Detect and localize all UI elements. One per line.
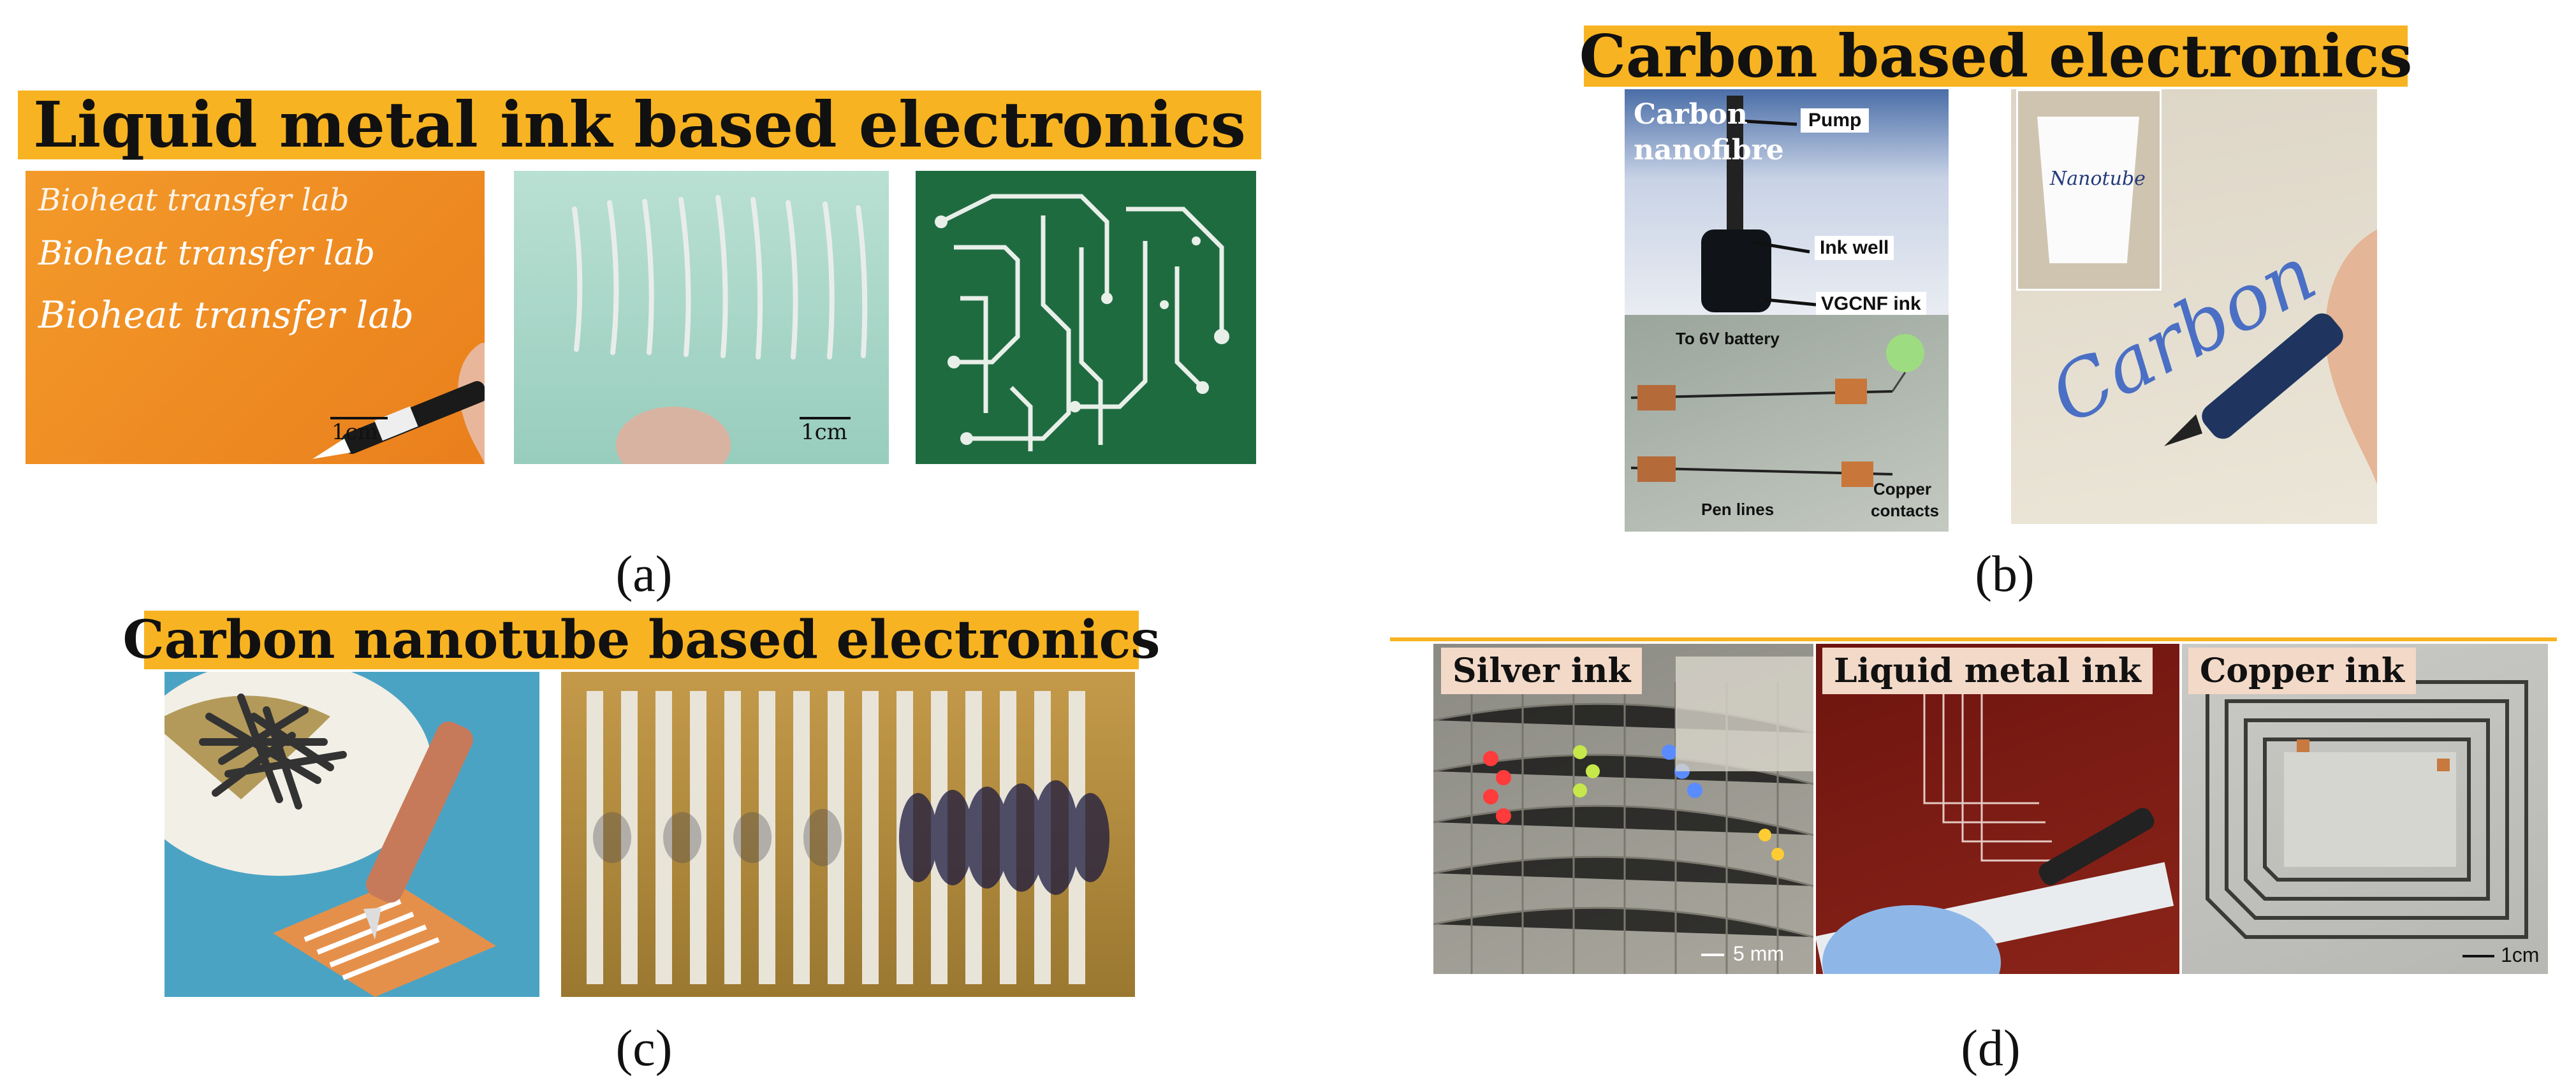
handwriting-line-1: Bioheat transfer lab <box>38 182 349 218</box>
pen-hand-graphic <box>2164 229 2377 484</box>
caption-c-open: ( <box>615 1021 633 1077</box>
handwriting-line-2: Bioheat transfer lab <box>38 235 376 273</box>
panel-b-caption: (b) <box>1960 546 2049 604</box>
panel-a-scale-2: 1cm <box>801 419 847 445</box>
panel-a-photo-handwriting: Bioheat transfer lab Bioheat transfer la… <box>26 171 485 464</box>
handwriting-line-3: Bioheat transfer lab <box>38 293 414 337</box>
panel-c-caption: (c) <box>599 1020 689 1078</box>
panel-c-photo-illustration <box>165 672 539 997</box>
circuit-traces-graphic <box>935 194 1229 451</box>
panel-a-caption: (a) <box>599 546 689 604</box>
pen-illustration <box>312 343 485 464</box>
caption-b-letter: b <box>1992 546 2017 602</box>
panel-b-banner: Carbon based electronics <box>1579 22 2413 91</box>
scale-5mm: 5 mm <box>1733 942 1784 965</box>
caption-a-open: ( <box>615 546 633 602</box>
tag-copper-ink: Copper ink <box>2188 648 2416 694</box>
caption-d-open: ( <box>1961 1021 1978 1077</box>
silver-lines-graphic <box>572 195 868 464</box>
label-vgcnf-ink: VGCNF ink <box>1816 292 1926 315</box>
panel-a-photo-circuit-board <box>916 171 1256 464</box>
panel-b-photo-pen-setup: Carbon nanofibre Pump Ink well VGCNF ink <box>1625 89 1949 315</box>
scale-bar-2 <box>800 417 851 419</box>
panel-d-caption: (d) <box>1946 1020 2035 1078</box>
caption-d-close: ) <box>2003 1021 2021 1077</box>
caption-d-letter: d <box>1978 1021 2003 1077</box>
caption-c-close: ) <box>655 1021 673 1077</box>
panel-d-top-rule <box>1390 637 2557 641</box>
panel-b-title: Carbon based electronics <box>1579 22 2413 91</box>
led-array-graphic <box>1433 657 1813 974</box>
paper-cup <box>2037 117 2139 263</box>
panel-a-banner: Liquid metal ink based electronics <box>18 88 1261 162</box>
panel-d-photo-silver: Silver ink 5 mm <box>1433 644 1813 974</box>
caption-b-close: ) <box>2017 546 2035 602</box>
panel-c-banner: Carbon nanotube based electronics <box>122 609 1160 671</box>
label-ink-well: Ink well <box>1815 236 1894 260</box>
scale-bar-1cm <box>2463 955 2494 957</box>
panel-a-photo-flexible-lines: 1cm <box>514 171 889 464</box>
caption-a-letter: a <box>633 546 655 602</box>
caption-a-close: ) <box>655 546 673 602</box>
scale-bar-1 <box>330 417 388 419</box>
panel-a-scale-1: 1cm <box>332 419 378 445</box>
panel-d-photo-copper: Copper ink 1cm <box>2182 644 2548 974</box>
cup-text: Nanotube <box>2050 168 2146 190</box>
label-battery: To 6V battery <box>1676 329 1780 348</box>
ink-well-graphic <box>1701 96 1817 312</box>
liquid-metal-traces-graphic <box>1816 682 2174 974</box>
label-carbon: Carbon <box>1634 98 1748 131</box>
caption-c-letter: c <box>633 1021 655 1077</box>
copper-antenna-graphic <box>2206 680 2528 939</box>
cnt-strips-graphic <box>561 672 1135 997</box>
cnt-pen-graphic <box>165 672 496 997</box>
label-pen-lines: Pen lines <box>1701 500 1775 519</box>
cup-inset: Nanotube <box>2016 89 2162 291</box>
caption-b-open: ( <box>1975 546 1992 602</box>
panel-c-photo-strips <box>561 672 1135 997</box>
scale-bar-5mm <box>1701 954 1724 956</box>
led-circuit-graphic <box>1630 334 1924 487</box>
label-nanofibre: nanofibre <box>1634 134 1784 166</box>
tag-liquid-metal-ink: Liquid metal ink <box>1822 648 2153 694</box>
scale-1cm: 1cm <box>2501 943 2540 966</box>
panel-d-photo-liquid-metal: Liquid metal ink <box>1816 644 2179 974</box>
panel-c-title: Carbon nanotube based electronics <box>122 609 1160 671</box>
label-pump: Pump <box>1801 108 1870 133</box>
panel-b-photo-writing: Nanotube Carbon <box>2011 89 2377 524</box>
tag-silver-ink: Silver ink <box>1441 648 1643 694</box>
panel-b-photo-led-circuit: To 6V battery Pen lines Copper contacts <box>1625 315 1949 532</box>
label-copper-1: Copper <box>1873 479 1931 498</box>
panel-a-title: Liquid metal ink based electronics <box>33 88 1246 162</box>
label-copper-2: contacts <box>1871 501 1939 520</box>
